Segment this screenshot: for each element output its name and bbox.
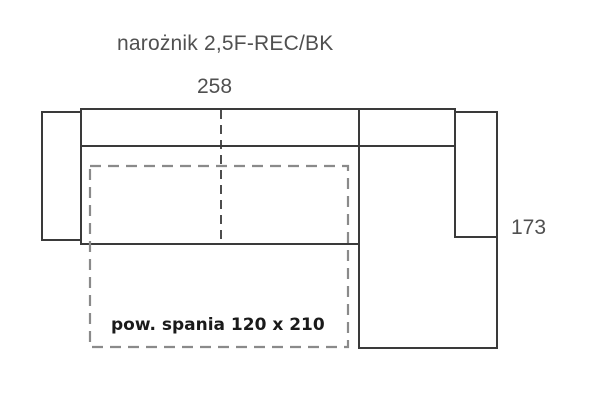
width-dimension-label: 258 <box>197 75 233 98</box>
sleeping-area-outline <box>90 166 348 347</box>
model-title: narożnik 2,5F-REC/BK <box>117 32 334 55</box>
sleeping-area-label: pow. spania 120 x 210 <box>111 315 325 335</box>
chaise-backrest <box>359 109 455 146</box>
chaise-seat <box>359 146 497 348</box>
right-armrest <box>455 112 497 237</box>
left-armrest <box>42 112 81 240</box>
backrest-main <box>81 109 359 146</box>
seat-main <box>81 146 359 244</box>
depth-dimension-label: 173 <box>511 216 547 239</box>
